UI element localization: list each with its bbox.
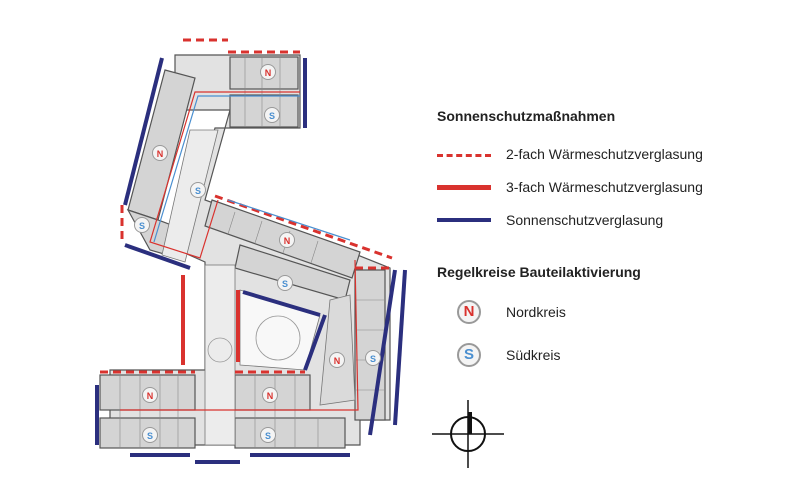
south-marker-label: S [370, 354, 376, 364]
legend-label-nordkreis: Nordkreis [506, 304, 566, 320]
south-marker-label: S [282, 279, 288, 289]
legend-swatch-3fach [437, 185, 491, 190]
south-marker-label: S [147, 431, 153, 441]
legend-label-sonnenschutz: Sonnenschutzverglasung [506, 212, 664, 228]
suedkreis-badge: S [457, 343, 481, 367]
circuit-lines [120, 91, 359, 411]
north-marker-label: N [284, 236, 291, 246]
south-marker-label: S [139, 221, 145, 231]
glazing-2fach-lines [100, 38, 393, 374]
corridors [161, 129, 356, 446]
north-marker-label: N [267, 391, 274, 401]
stair-circle [207, 337, 233, 363]
legend-label-suedkreis: Südkreis [506, 347, 561, 363]
south-markers: S S S S S S S [134, 107, 381, 443]
nordkreis-badge: N [457, 300, 481, 324]
north-markers: N N N N N N [142, 64, 345, 403]
south-marker-label: S [195, 186, 201, 196]
north-marker-label: N [157, 149, 164, 159]
north-marker-label: N [147, 391, 154, 401]
glazing-3fach-lines [181, 275, 240, 365]
legend-swatch-sonnenschutz [437, 218, 491, 222]
legend-swatch-2fach [437, 154, 491, 157]
building-footprint [99, 54, 391, 449]
glazing-sonnenschutz-lines [95, 57, 407, 464]
south-marker-label: S [269, 111, 275, 121]
compass-north-icon [432, 400, 504, 468]
north-marker-label: N [334, 356, 341, 366]
legend-label-3fach: 3-fach Wärmeschutzverglasung [506, 179, 703, 195]
legend-title-sonnenschutz: Sonnenschutzmaßnahmen [437, 108, 616, 124]
north-marker-label: N [265, 68, 272, 78]
legend-title-regelkreise: Regelkreise Bauteilaktivierung [437, 264, 641, 280]
courtyard-circle [255, 315, 301, 361]
legend-label-2fach: 2-fach Wärmeschutzverglasung [506, 146, 703, 162]
floor-plan: N N N N N N S S S S S S S [95, 38, 407, 464]
south-marker-label: S [265, 431, 271, 441]
